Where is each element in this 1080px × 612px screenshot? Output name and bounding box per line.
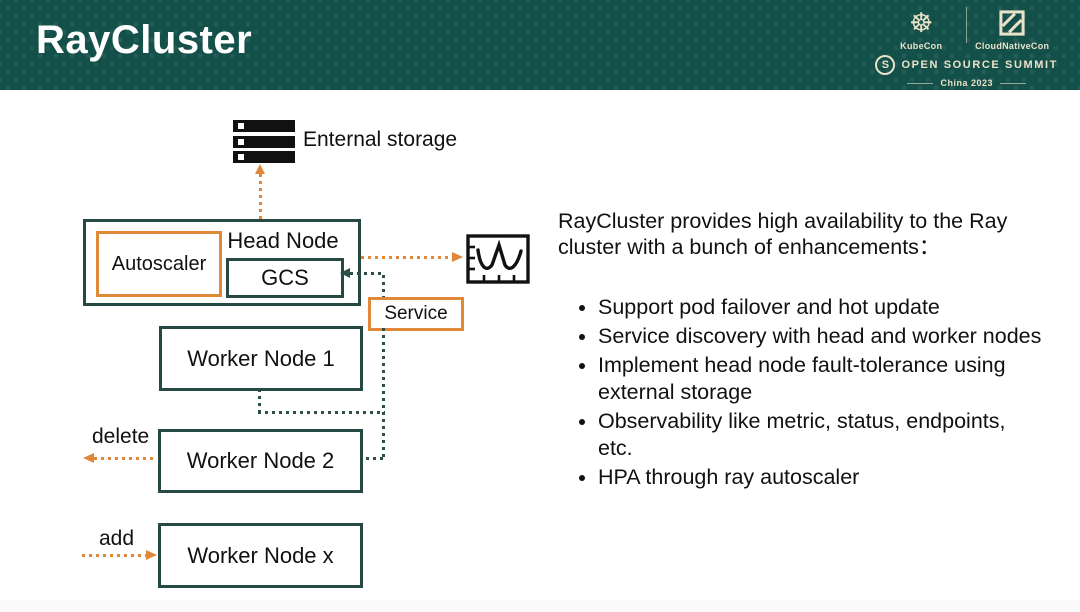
line-into-worker2 — [359, 457, 383, 460]
event-location-row: China 2023 — [900, 78, 1033, 88]
kubecon-helm-icon: ☸ — [909, 8, 934, 38]
kubecon-label: KubeCon — [900, 41, 943, 51]
external-storage-icon — [233, 120, 295, 163]
service-to-gcs-line-h — [350, 272, 385, 275]
worker-node-2-box: Worker Node 2 — [158, 429, 363, 493]
slide-header: RayCluster ☸ KubeCon CloudNat — [0, 0, 1080, 90]
storage-bar — [233, 151, 295, 163]
enhancements-list: Support pod failover and hot update Serv… — [558, 294, 1042, 491]
head-node-label: Head Node — [227, 228, 339, 253]
service-box: Service — [368, 297, 464, 331]
delete-arrow-line — [94, 457, 156, 460]
delete-arrow-head — [83, 453, 94, 463]
add-arrow-line — [82, 554, 146, 557]
worker-node-1-box: Worker Node 1 — [159, 326, 363, 391]
cloudnativecon-icon — [998, 7, 1026, 39]
service-to-gcs-line-v — [382, 275, 385, 297]
list-item: HPA through ray autoscaler — [598, 464, 1042, 491]
service-down-line — [382, 328, 385, 460]
storage-led — [238, 138, 244, 145]
open-source-summit-icon: S — [875, 55, 896, 75]
intro-text: RayCluster provides high availability to… — [558, 209, 1008, 259]
summit-label: OPEN SOURCE SUMMIT — [901, 59, 1058, 71]
list-item: Service discovery with head and worker n… — [598, 323, 1042, 350]
list-item: Implement head node fault-tolerance usin… — [598, 352, 1042, 406]
worker1-branch-line — [258, 411, 385, 414]
storage-led — [238, 154, 244, 160]
arrow-to-storage-line — [259, 174, 262, 219]
cloudnativecon-label: CloudNativeCon — [975, 41, 1050, 51]
brand-row: ☸ KubeCon CloudNativeCon — [882, 7, 1051, 51]
metrics-chart-icon — [466, 234, 530, 289]
cloudnativecon-brand: CloudNativeCon — [973, 7, 1051, 51]
add-label: add — [99, 527, 135, 550]
arrow-to-metrics-head — [452, 252, 463, 262]
add-arrow-head — [146, 550, 157, 560]
list-item: Observability like metric, status, endpo… — [598, 408, 1042, 462]
storage-led — [238, 123, 244, 129]
kubecon-brand: ☸ KubeCon — [882, 7, 960, 51]
brand-divider — [966, 7, 968, 43]
external-storage-label: Enternal storage — [303, 128, 458, 151]
open-source-summit-row: S OPEN SOURCE SUMMIT — [875, 55, 1058, 75]
arrow-to-storage-head — [255, 164, 265, 174]
bottom-strip — [0, 600, 1080, 612]
worker1-down-line — [258, 389, 261, 413]
storage-bar — [233, 135, 295, 148]
location-label: China 2023 — [940, 78, 993, 88]
arrow-to-gcs-head — [340, 268, 350, 278]
worker-node-x-box: Worker Node x — [158, 523, 363, 588]
autoscaler-box: Autoscaler — [96, 231, 222, 297]
event-branding: ☸ KubeCon CloudNativeCon S — [875, 7, 1058, 88]
list-item: Support pod failover and hot update — [598, 294, 1042, 321]
arrow-to-metrics-line — [361, 256, 453, 259]
description-panel: RayCluster provides high availability to… — [558, 208, 1042, 493]
storage-bar — [233, 120, 295, 132]
delete-label: delete — [92, 425, 150, 448]
gcs-box: GCS — [226, 258, 344, 298]
page-title: RayCluster — [36, 18, 253, 62]
left-dash — [907, 82, 934, 84]
right-dash — [1000, 82, 1026, 84]
